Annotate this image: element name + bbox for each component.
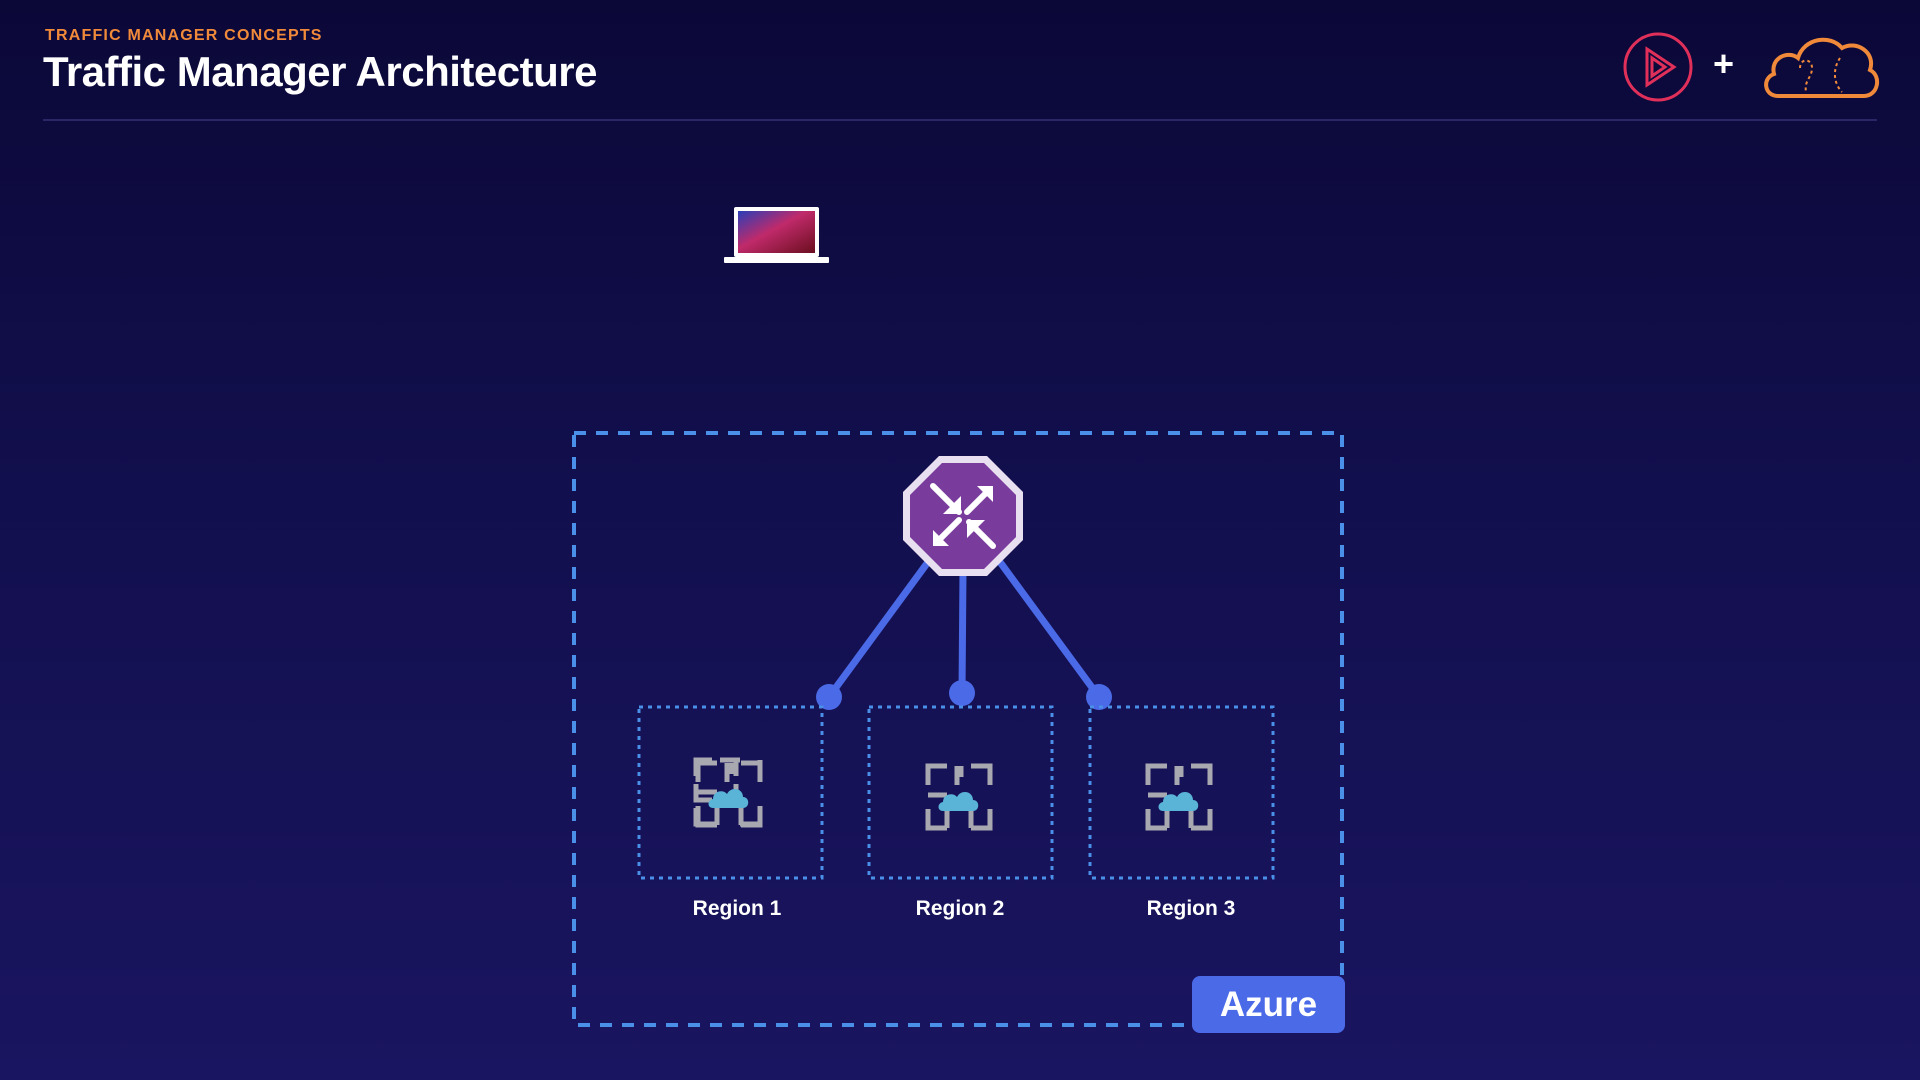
region-box-1	[637, 705, 824, 880]
connector-region-1	[825, 558, 932, 701]
traffic-manager-icon	[903, 456, 1023, 576]
region-box-2	[867, 705, 1054, 880]
azure-container	[572, 431, 1344, 1027]
region-box-3	[1088, 705, 1275, 880]
endpoint-dot-1	[816, 684, 842, 710]
region-label-3: Region 3	[1146, 897, 1236, 920]
region-label-2: Region 2	[915, 897, 1005, 920]
connectors	[816, 558, 1112, 710]
endpoint-dot-3	[1086, 684, 1112, 710]
connector-region-3	[996, 558, 1103, 701]
header-divider	[43, 119, 1877, 121]
section-kicker: TRAFFIC MANAGER CONCEPTS	[45, 27, 323, 44]
pluralsight-logo-icon	[1623, 32, 1693, 102]
region-label-1: Region 1	[692, 897, 782, 920]
cloud-service-icon	[925, 763, 993, 831]
laptop-icon	[724, 207, 829, 263]
cloud-service-icon	[1145, 763, 1213, 831]
endpoint-dot-2	[949, 680, 975, 706]
connector-region-2	[958, 566, 967, 697]
cloud-service-icon	[695, 760, 763, 828]
cloud-logo-icon	[1764, 37, 1880, 98]
plus-sign: +	[1713, 43, 1735, 84]
azure-badge: Azure	[1192, 976, 1345, 1033]
page-title: Traffic Manager Architecture	[43, 48, 597, 95]
